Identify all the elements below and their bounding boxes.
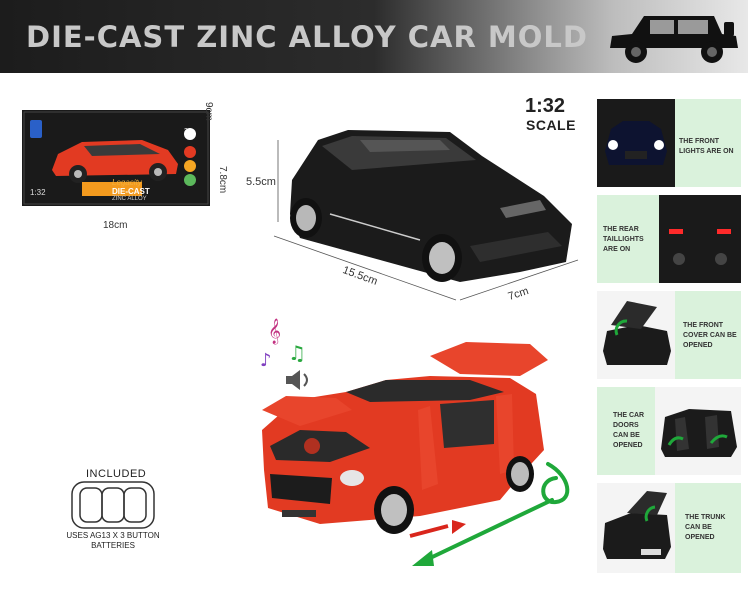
package-box [22, 110, 210, 206]
package-scale-label: 1:32 [30, 188, 46, 197]
feature-text-trunk: THE TRUNK CAN BE OPENED [685, 514, 726, 541]
front-cover-photo [597, 291, 675, 379]
front-lights-photo [597, 99, 675, 187]
feature-text-front-cover: THE FRONT COVER CAN BE OPENED [683, 322, 737, 349]
music-note-icon: ♪ [260, 350, 272, 371]
package-sub-label: ZINC ALLOY [112, 196, 147, 202]
red-direction-arrow-icon [409, 520, 466, 538]
rear-lights-photo [659, 195, 741, 283]
package-brand-label: DIE-CAST [112, 187, 150, 196]
feature-text-rear-lights: THE REAR TAILLIGHTS ARE ON [603, 226, 644, 253]
banner-title: DIE-CAST ZINC ALLOY CAR MOLD [26, 20, 588, 54]
package-dim-width: 18cm [103, 220, 128, 231]
music-note-treble-icon: 𝄞 [268, 318, 281, 344]
green-arrow-head [412, 550, 434, 566]
feature-text-car-doors: THE CAR DOORS CAN BE OPENED [613, 412, 645, 449]
dimension-lines [273, 140, 579, 301]
green-rotation-arrow-icon [424, 462, 570, 562]
car-dim-height: 5.5cm [246, 176, 276, 188]
feature-text-front-lights: THE FRONT LIGHTS ARE ON [679, 138, 734, 155]
battery-holder-icon [71, 481, 155, 529]
car-doors-photo [655, 387, 741, 475]
battery-included-label: INCLUDED [86, 468, 147, 480]
scale-ratio: 1:32 [525, 95, 566, 117]
battery-description: USES AG13 X 3 BUTTON BATTERIES [66, 531, 160, 550]
feature-front-cover: THE FRONT COVER CAN BE OPENED [597, 291, 741, 379]
package-script-label: Legacity [112, 178, 142, 187]
trunk-photo [597, 483, 675, 573]
feature-rear-taillights: THE REAR TAILLIGHTS ARE ON [597, 195, 741, 283]
music-double-note-icon: ♫ [288, 341, 306, 365]
jeep-silhouette-icon [610, 16, 738, 63]
main-artwork: 𝄞 ♪ ♫ [71, 130, 579, 566]
feature-front-lights: THE FRONT LIGHTS ARE ON [597, 99, 741, 187]
black-car-image [290, 130, 572, 282]
feature-car-doors: THE CAR DOORS CAN BE OPENED [597, 387, 741, 475]
speaker-icon [286, 370, 308, 390]
header-banner: DIE-CAST ZINC ALLOY CAR MOLD [0, 0, 748, 73]
package-age-badge: 3+ [184, 128, 192, 135]
red-car-image [262, 342, 548, 534]
feature-trunk: THE TRUNK CAN BE OPENED [597, 483, 741, 573]
scale-word: SCALE [526, 117, 576, 133]
